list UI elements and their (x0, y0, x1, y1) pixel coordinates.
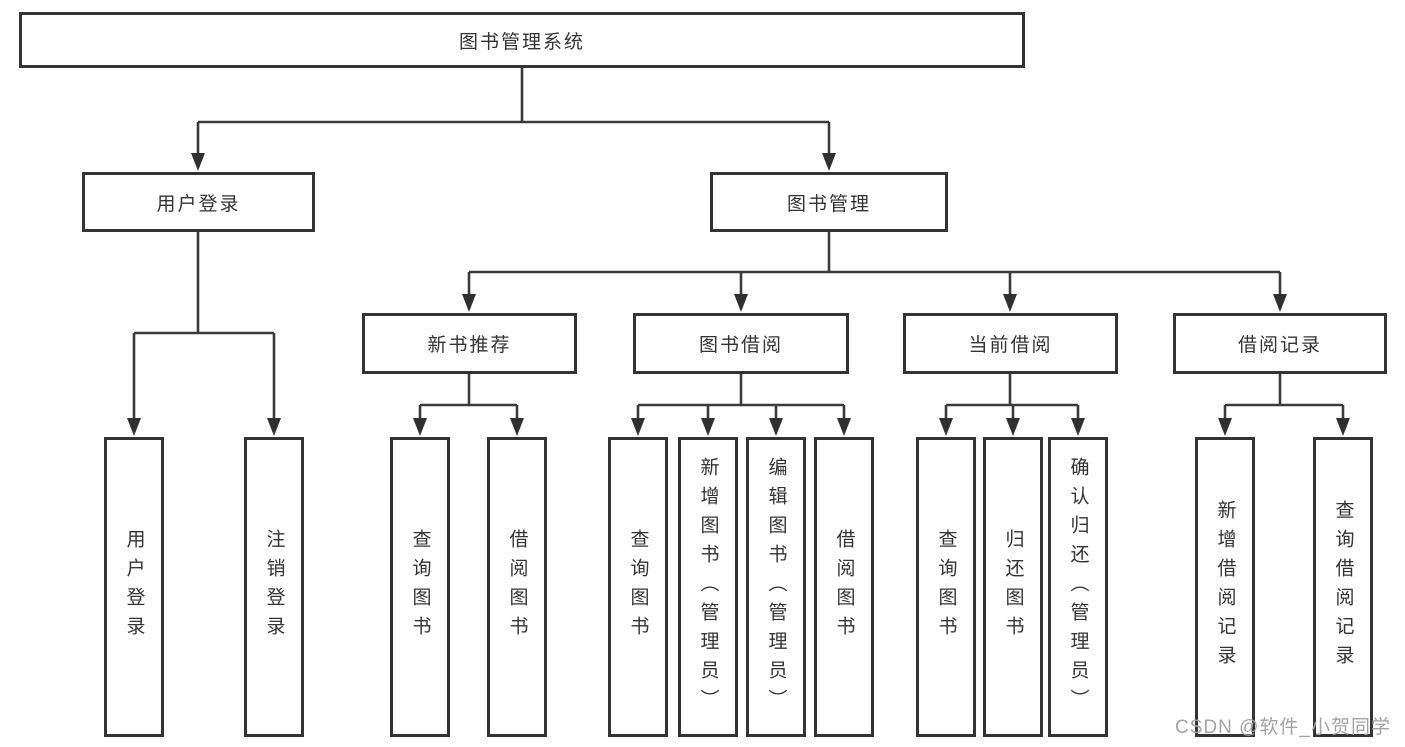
connector-borrow-records-to-leaves (1218, 374, 1350, 436)
node-current-borrowing: 当前借阅 (903, 313, 1118, 374)
leaf-query-books-borrow: 查询图书 (608, 437, 668, 737)
leaf-return-books-label: 归还图书 (1002, 529, 1024, 645)
leaf-edit-books-admin-label: 编辑图书（管理员） (765, 456, 787, 718)
leaf-query-books-current: 查询图书 (916, 437, 976, 737)
connector-new-book-rec-to-leaves (413, 374, 524, 436)
leaf-user-login: 用户登录 (104, 437, 164, 737)
node-root-system: 图书管理系统 (19, 12, 1025, 68)
node-user-login: 用户登录 (82, 172, 315, 232)
leaf-user-login-label: 用户登录 (123, 529, 145, 645)
connector-book-borrow-to-leaves (631, 374, 851, 436)
node-book-management: 图书管理 (710, 172, 948, 232)
leaf-return-books: 归还图书 (983, 437, 1043, 737)
leaf-query-books-recommend-label: 查询图书 (409, 529, 431, 645)
leaf-borrow-books-recommend: 借阅图书 (487, 437, 547, 737)
leaf-add-borrow-record-label: 新增借阅记录 (1214, 500, 1236, 674)
leaf-query-books-recommend: 查询图书 (390, 437, 450, 737)
leaf-query-borrow-record: 查询借阅记录 (1313, 437, 1373, 737)
connector-current-borrow-to-leaves (939, 374, 1085, 436)
leaf-edit-books-admin: 编辑图书（管理员） (746, 437, 806, 737)
leaf-borrow-books: 借阅图书 (814, 437, 874, 737)
connector-root-to-level2 (191, 68, 836, 171)
leaf-add-books-admin-label: 新增图书（管理员） (697, 456, 719, 718)
leaf-add-borrow-record: 新增借阅记录 (1195, 437, 1255, 737)
connector-book-mgmt-to-level3 (462, 232, 1287, 312)
leaf-query-borrow-record-label: 查询借阅记录 (1332, 500, 1354, 674)
csdn-watermark: CSDN @软件_小贺同学 (1175, 717, 1391, 738)
leaf-confirm-return-admin: 确认归还（管理员） (1048, 437, 1108, 737)
leaf-add-books-admin: 新增图书（管理员） (678, 437, 738, 737)
leaf-confirm-return-admin-label: 确认归还（管理员） (1067, 456, 1089, 718)
node-book-borrowing: 图书借阅 (633, 313, 849, 374)
leaf-query-books-current-label: 查询图书 (935, 529, 957, 645)
leaf-query-books-borrow-label: 查询图书 (627, 529, 649, 645)
leaf-borrow-books-recommend-label: 借阅图书 (506, 529, 528, 645)
connector-user-login-to-leaves (127, 232, 281, 436)
leaf-logout: 注销登录 (244, 437, 304, 737)
node-borrowing-records: 借阅记录 (1173, 313, 1387, 374)
leaf-borrow-books-label: 借阅图书 (833, 529, 855, 645)
leaf-logout-label: 注销登录 (263, 529, 285, 645)
node-new-book-recommendation: 新书推荐 (362, 313, 577, 374)
